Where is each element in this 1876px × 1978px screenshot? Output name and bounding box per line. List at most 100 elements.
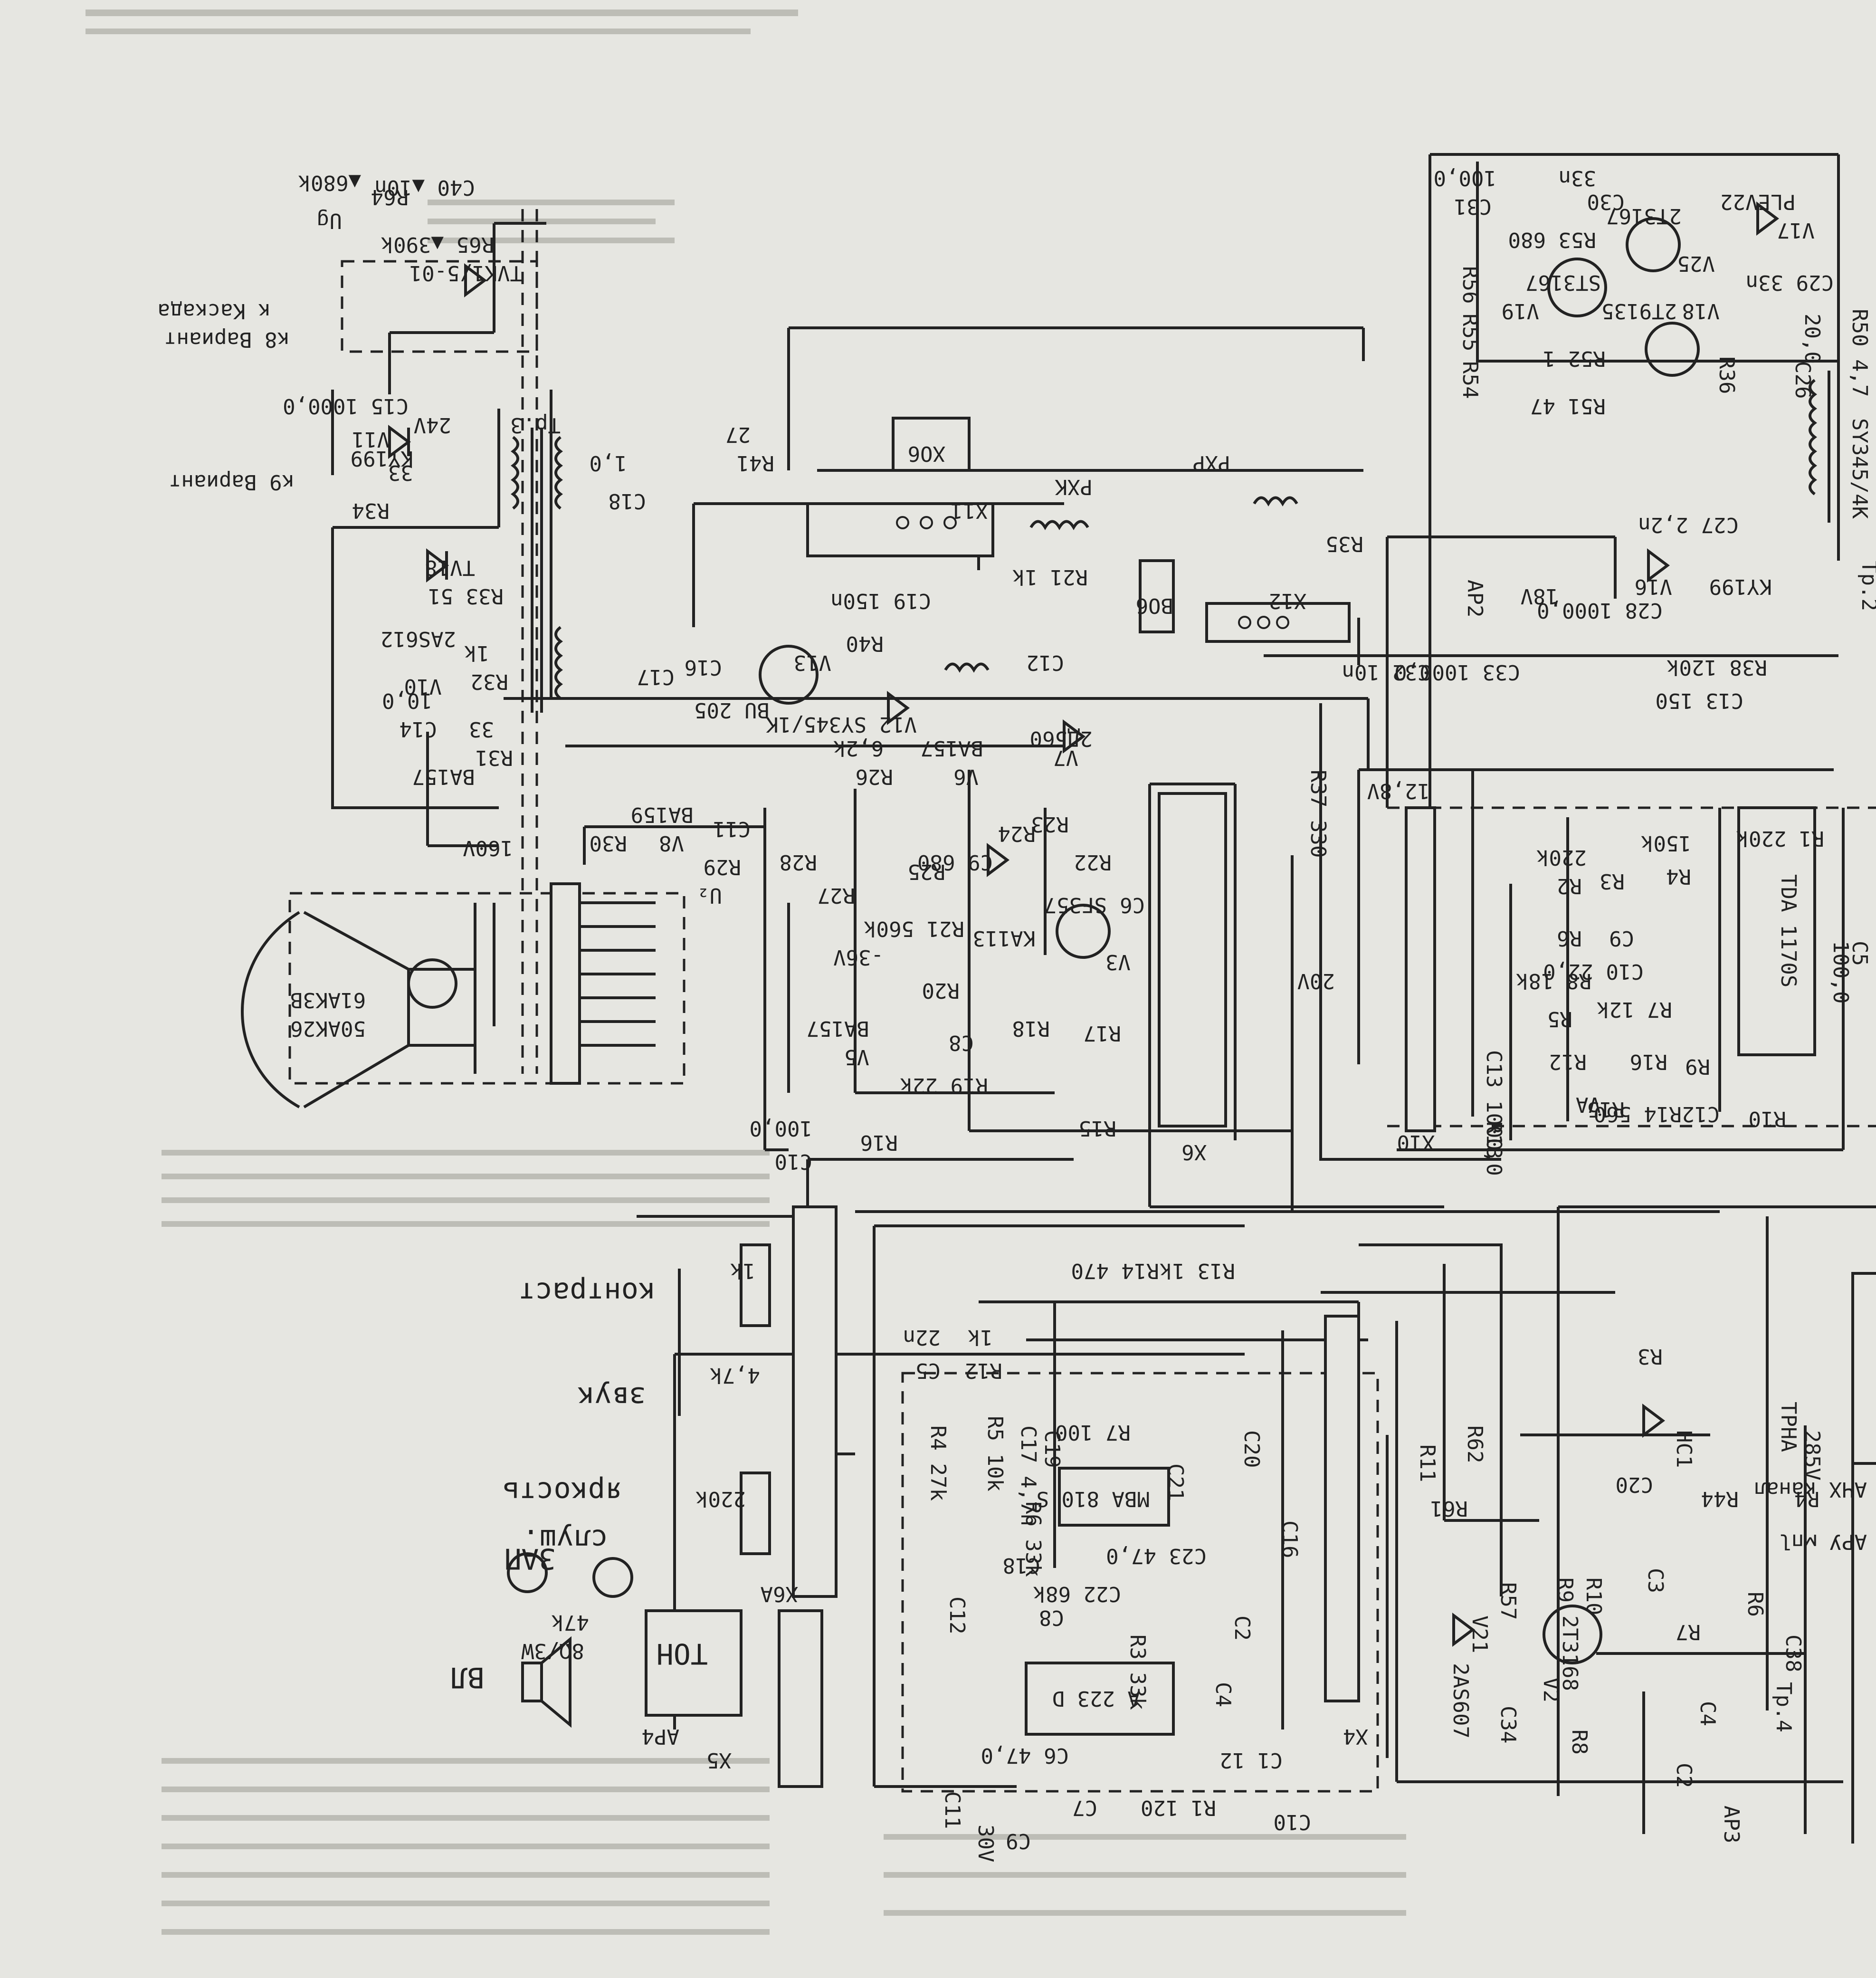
label-r44: R44 bbox=[1701, 1487, 1739, 1511]
label-r23: R23 bbox=[1031, 812, 1069, 836]
label-c40: C40 ▲10n bbox=[374, 175, 475, 200]
label-v8: V8 bbox=[659, 831, 684, 855]
label-ky199: KY199 bbox=[351, 446, 413, 470]
label-r12b-value: 1k bbox=[968, 1325, 993, 1349]
label-20v: 20V bbox=[1297, 969, 1335, 993]
label-r62: R62 bbox=[1463, 1425, 1487, 1463]
label-nc1: НС1 bbox=[1672, 1430, 1696, 1468]
label-r4: R4 bbox=[1666, 864, 1691, 889]
label-c30-value: 33n bbox=[1559, 166, 1596, 190]
label-r64-value: ▲680k bbox=[298, 171, 361, 195]
label-c8b: C8 bbox=[1039, 1605, 1064, 1630]
label-r35: R35 bbox=[1326, 532, 1363, 556]
label-v21: V21 bbox=[1467, 1615, 1492, 1653]
label-r5b: R5 10k bbox=[983, 1416, 1007, 1491]
label-160v: 160V bbox=[463, 836, 513, 860]
label-r40: R40 bbox=[846, 631, 884, 656]
label-r41-value: 27 bbox=[725, 422, 751, 447]
label-2t3167: 2T3167 bbox=[1606, 204, 1682, 228]
label-c16b: C16 bbox=[1277, 1520, 1302, 1558]
label-r9b: R9 bbox=[1553, 1577, 1577, 1603]
label-r220k: 220k bbox=[695, 1487, 746, 1511]
label-c33: C33 1000,0 bbox=[1394, 660, 1520, 684]
label-bo6: BO6 bbox=[1136, 593, 1173, 618]
label-c1: C1 12 bbox=[1220, 1748, 1283, 1772]
label-c12b: C12 bbox=[1682, 1102, 1720, 1126]
label-pxp: PXP bbox=[1193, 451, 1230, 475]
label-r3c: R3 bbox=[1638, 1344, 1663, 1368]
label-c21: C21 bbox=[1163, 1463, 1188, 1501]
label-r32-value: 1k bbox=[464, 641, 489, 665]
label-x5: X5 bbox=[706, 1748, 732, 1772]
label-v2-type: 2T3168 bbox=[1558, 1615, 1582, 1691]
label-ar2: AP2 bbox=[1463, 580, 1487, 617]
label-v21-type: 2AS607 bbox=[1448, 1663, 1473, 1739]
label-c9: C9 680 bbox=[917, 850, 993, 874]
label-c20b: C20 bbox=[1616, 1472, 1653, 1497]
label-varianta: к8 Вариант bbox=[164, 327, 290, 352]
label-tr3: Тр.3 bbox=[510, 413, 561, 437]
label-r32: R32 bbox=[471, 669, 508, 694]
label-2t9135: 2T9135 bbox=[1601, 299, 1677, 323]
label-r34: R34 bbox=[352, 498, 390, 523]
label-18v: 18V bbox=[1521, 584, 1558, 608]
label-ar4: AP4 bbox=[642, 1724, 679, 1749]
label-c8: C8 bbox=[949, 1031, 974, 1055]
label-c4: C4 bbox=[1211, 1682, 1235, 1707]
label-ba157: BA157 bbox=[412, 764, 475, 789]
label-r6b: R6 33k bbox=[1021, 1501, 1045, 1577]
label-24v: 24V bbox=[414, 413, 451, 437]
label-r4-value: 150k bbox=[1641, 831, 1691, 855]
label-v6: V6 bbox=[953, 764, 979, 789]
label-30v: 30V bbox=[973, 1825, 998, 1862]
label-v17: V17 bbox=[1777, 218, 1815, 242]
label-x11: X11 bbox=[951, 498, 988, 523]
label-yarkost: яркость bbox=[502, 1475, 622, 1509]
label-c2b: C2 bbox=[1672, 1763, 1696, 1788]
label-r34-value: 33 bbox=[388, 460, 413, 485]
label-a223: A 223 D bbox=[1052, 1686, 1140, 1710]
label-r20: R20 bbox=[922, 978, 960, 1003]
integrated-circuits bbox=[1025, 806, 1876, 1736]
label-crt-type1: 61AK3B bbox=[290, 988, 366, 1012]
label-vertical: к9 Вариант bbox=[169, 470, 295, 494]
label-c29: C29 33n bbox=[1746, 270, 1834, 295]
label-r36: R36 bbox=[1714, 356, 1739, 394]
label-ton: ТОН bbox=[657, 1637, 708, 1670]
label-kaskada: к Каскада bbox=[158, 299, 271, 323]
label-r31: R31 bbox=[476, 745, 513, 770]
label-sy345: SY345/4K bbox=[1847, 418, 1872, 519]
label-r13b: R13 1k bbox=[1160, 1259, 1235, 1283]
label-ar3: AP3 bbox=[1719, 1806, 1743, 1843]
label-c3: C3 bbox=[1643, 1568, 1667, 1593]
label-r56: R56 bbox=[1458, 266, 1482, 304]
label-r10b: R10 bbox=[1581, 1577, 1606, 1615]
label-r1b: R1 120 bbox=[1141, 1796, 1216, 1820]
label-285v: 285V bbox=[1800, 1430, 1824, 1481]
label-sf357: SF357 bbox=[1044, 893, 1107, 917]
label-r29: R29 bbox=[704, 855, 741, 879]
label-v10-type: 2AS612 bbox=[381, 627, 456, 651]
label-c18: C18 bbox=[609, 489, 646, 513]
label-x12: X12 bbox=[1269, 589, 1306, 613]
label-v16: V16 bbox=[1635, 574, 1672, 599]
label-crt-type2: 50AK26 bbox=[290, 1016, 366, 1041]
label-v13: V13 bbox=[794, 650, 831, 675]
label-c6b: C6 47,0 bbox=[981, 1743, 1069, 1768]
label-c2: C2 bbox=[1230, 1615, 1254, 1641]
label-va: VA bbox=[1576, 1092, 1601, 1117]
label-bu205: BU 205 bbox=[694, 698, 770, 722]
label-zap: ЗАП bbox=[505, 1542, 556, 1575]
label-r64: R64 bbox=[371, 185, 409, 209]
label-ka113: KA113 bbox=[973, 926, 1036, 950]
label-v25: V25 bbox=[1677, 251, 1715, 276]
label-r2-value: 220k bbox=[1536, 845, 1587, 870]
label-c19: C19 150n bbox=[830, 589, 931, 613]
label-c12c: C12 bbox=[945, 1596, 969, 1634]
label-v5-type: BA157 bbox=[807, 1016, 869, 1041]
label-r26: R26 bbox=[856, 764, 893, 789]
label-v8-type: BA159 bbox=[631, 803, 694, 827]
label-r65: R65 ▲390k bbox=[381, 232, 494, 257]
label-v19: V19 bbox=[1502, 299, 1539, 323]
